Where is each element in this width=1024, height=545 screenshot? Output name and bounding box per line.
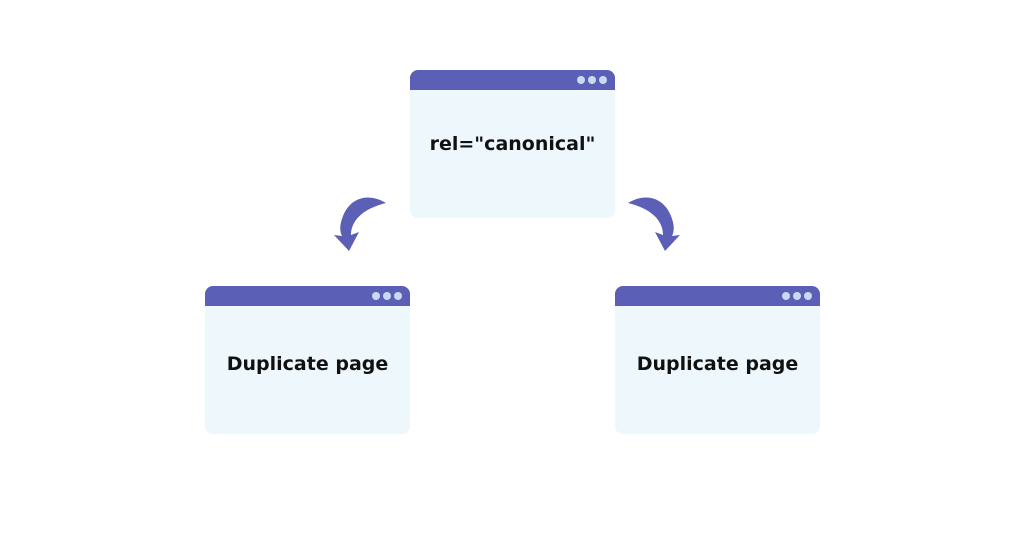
window-body: Duplicate page <box>615 306 820 434</box>
duplicate-page-window-left: Duplicate page <box>205 286 410 434</box>
window-titlebar <box>205 286 410 306</box>
window-dot-icon <box>588 76 596 84</box>
window-dot-icon <box>804 292 812 300</box>
window-dot-icon <box>383 292 391 300</box>
window-dot-icon <box>782 292 790 300</box>
duplicate-page-window-right: Duplicate page <box>615 286 820 434</box>
canonical-page-window: rel="canonical" <box>410 70 615 218</box>
window-body: rel="canonical" <box>410 90 615 218</box>
window-dot-icon <box>793 292 801 300</box>
window-dot-icon <box>599 76 607 84</box>
curved-arrow-icon-right <box>628 197 680 251</box>
duplicate-label: Duplicate page <box>636 353 799 375</box>
window-dot-icon <box>394 292 402 300</box>
window-body: Duplicate page <box>205 306 410 434</box>
curved-arrow-icon-left <box>334 197 386 251</box>
window-controls <box>577 76 607 84</box>
duplicate-label: Duplicate page <box>226 353 389 375</box>
window-controls <box>372 292 402 300</box>
window-dot-icon <box>372 292 380 300</box>
canonical-label: rel="canonical" <box>429 133 596 155</box>
window-titlebar <box>410 70 615 90</box>
window-titlebar <box>615 286 820 306</box>
window-dot-icon <box>577 76 585 84</box>
window-controls <box>782 292 812 300</box>
